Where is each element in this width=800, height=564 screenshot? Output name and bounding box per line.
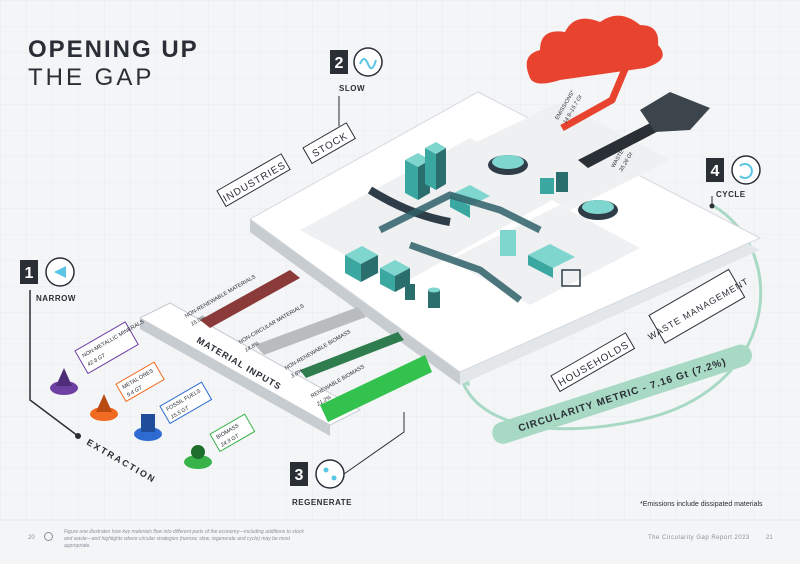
material-inputs-beam — [138, 302, 362, 436]
flow-renewable-biomass — [320, 355, 432, 422]
badge-slow — [330, 47, 383, 126]
report-title: The Circularity Gap Report 2023 — [648, 535, 750, 541]
extraction-line — [29, 290, 79, 437]
waste-flow-arrow — [578, 118, 668, 168]
page-title-line1: OPENING UP — [28, 36, 199, 63]
badge-narrow — [20, 257, 75, 287]
figure-caption: Figure one illustrates how key materials… — [64, 529, 304, 549]
badge-slow-number: 2 — [335, 55, 344, 72]
emissions-flow-arrow — [560, 60, 632, 132]
logo-icon — [44, 532, 53, 541]
step-cycle-label: CYCLE — [716, 190, 746, 199]
industry-buildings — [345, 246, 440, 308]
label-extraction: EXTRACTION — [85, 437, 158, 485]
page-title-line2: THE GAP — [28, 64, 155, 91]
internal-flow-2 — [408, 241, 523, 303]
step-narrow-label: NARROW — [36, 294, 76, 303]
step-slow-label: SLOW — [339, 84, 365, 93]
emissions-cloud — [526, 15, 663, 84]
flow-2-value: 3.8% — [290, 368, 304, 380]
waste-pods — [488, 155, 618, 220]
page-number-left: 20 — [28, 535, 35, 541]
badge-cycle-number: 4 — [711, 163, 720, 180]
flow-non-renewable-biomass — [300, 332, 404, 378]
badge-regenerate — [290, 412, 405, 489]
household-items — [500, 230, 581, 287]
flow-non-circular-materials — [255, 307, 366, 355]
circularity-loop-arc — [460, 203, 763, 431]
internal-flow-1 — [378, 191, 542, 234]
extraction-dot — [75, 433, 81, 439]
flow-non-renewable-materials — [200, 270, 300, 328]
badge-regenerate-number: 3 — [295, 467, 304, 484]
extraction-icons — [50, 368, 212, 469]
emissions-footnote: *Emissions include dissipated materials — [640, 501, 763, 508]
badge-cycle — [706, 155, 761, 209]
step-regenerate-label: REGENERATE — [292, 498, 352, 507]
waste-heap — [640, 92, 710, 132]
page-number-right: 21 — [766, 535, 773, 541]
badge-narrow-number: 1 — [25, 265, 34, 282]
label-households: HOUSEHOLDS — [557, 340, 632, 390]
